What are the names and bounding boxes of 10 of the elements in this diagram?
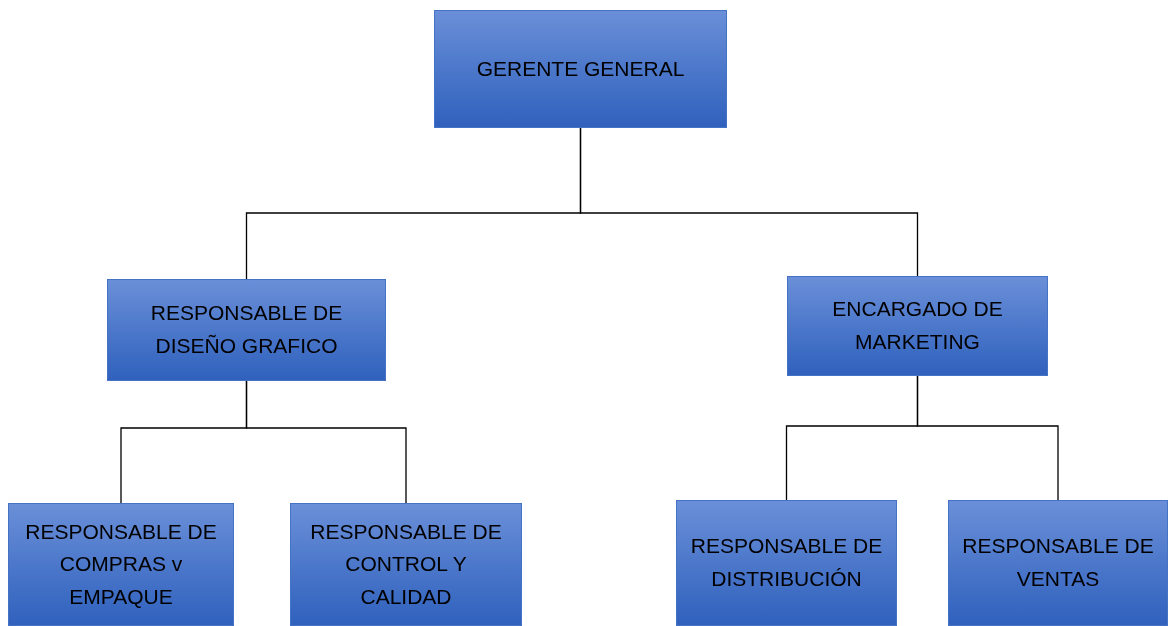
org-box: RESPONSABLE DE VENTAS <box>948 500 1168 626</box>
org-box: GERENTE GENERAL <box>434 10 727 128</box>
connector-line <box>579 127 919 277</box>
org-box: ENCARGADO DE MARKETING <box>787 276 1048 376</box>
org-box: RESPONSABLE DE CONTROL Y CALIDAD <box>290 503 522 626</box>
org-box: RESPONSABLE DE COMPRAS v EMPAQUE <box>8 503 234 626</box>
org-box: RESPONSABLE DE DISTRIBUCIÓN <box>676 500 897 626</box>
org-box: RESPONSABLE DE DISEÑO GRAFICO <box>107 279 386 381</box>
connector-line <box>916 375 1059 501</box>
connector-line <box>245 380 407 504</box>
